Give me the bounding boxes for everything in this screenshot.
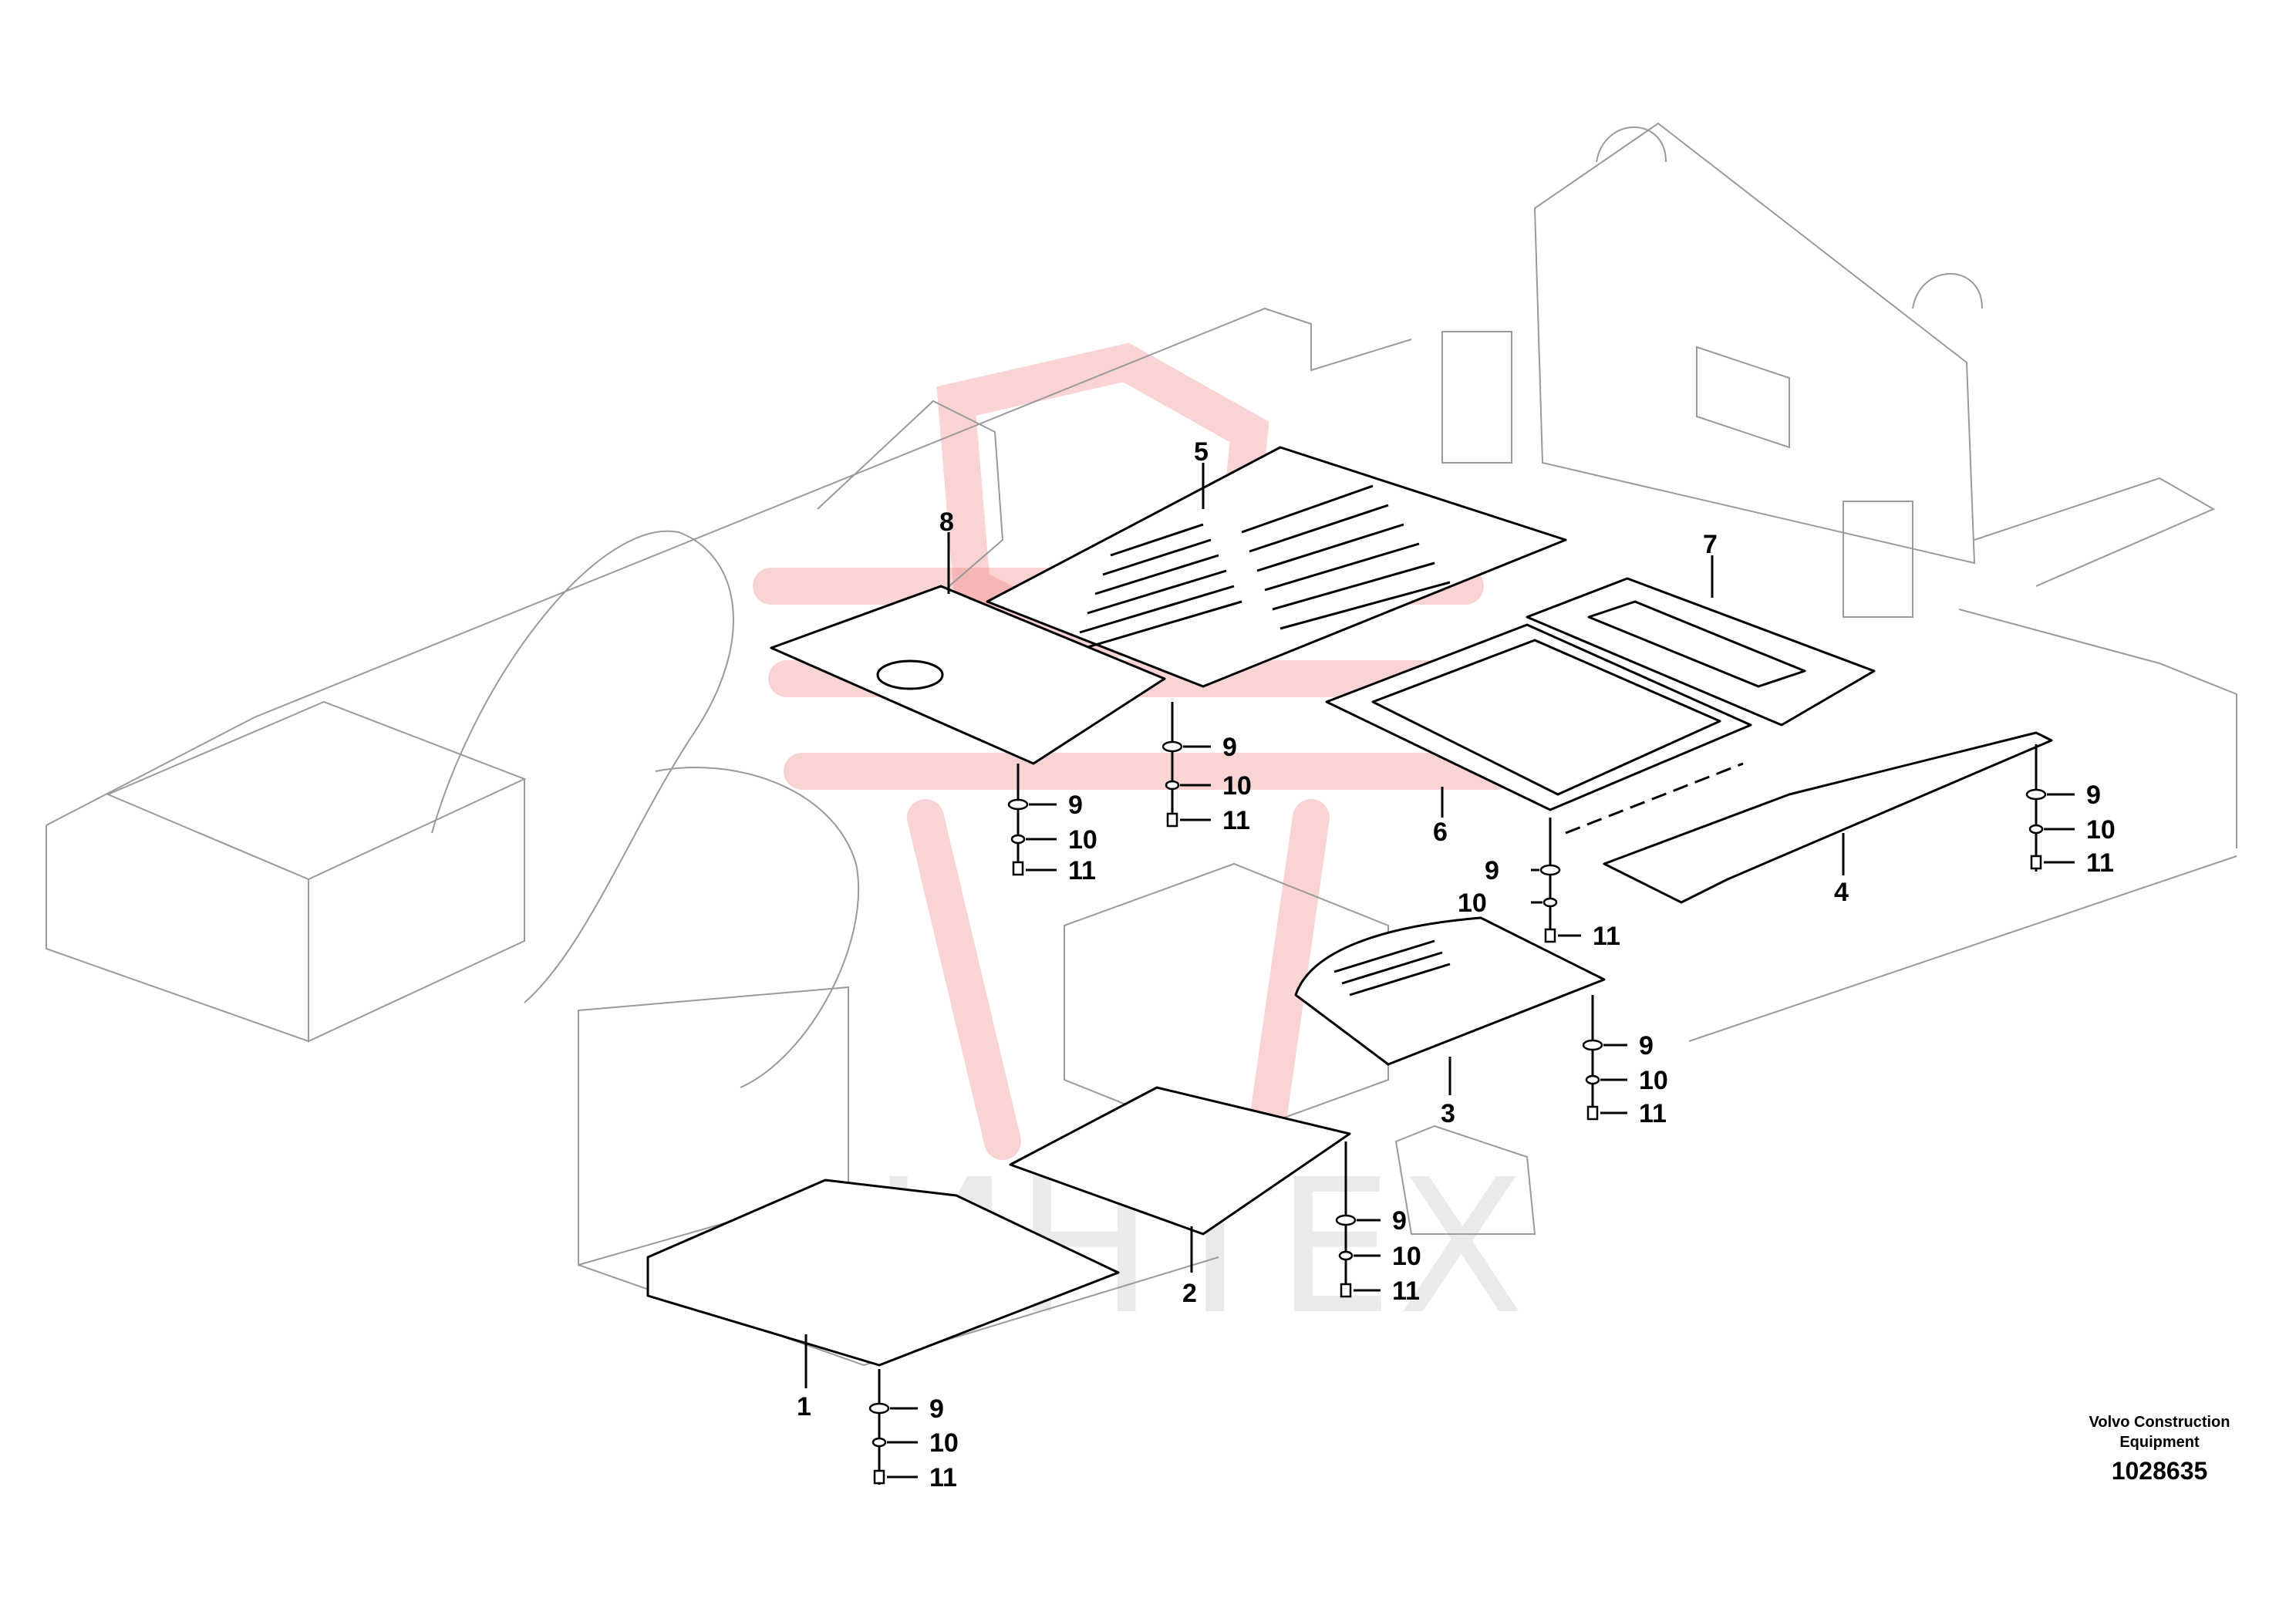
washer-icon [1582,1039,1603,1051]
callout-p4-9: 9 [2086,781,2101,810]
callout-p1-10: 10 [929,1428,959,1458]
footer-company-line2: Equipment [2119,1434,2200,1451]
hardware-set-plate-2 [1335,1214,1381,1298]
callout-p5-9: 9 [1222,733,1237,762]
cover-plate-8 [770,585,1166,765]
callout-7: 7 [1703,530,1718,559]
cover-plate-4 [1603,731,2053,904]
hardware-set-plate-4 [2025,788,2075,870]
callout-4: 4 [1834,878,1849,907]
washer-icon [2025,788,2047,801]
plate-5-slots [1071,484,1451,653]
washer-icon [868,1402,890,1415]
footer-drawing-id: 1028635 [2112,1457,2208,1485]
spacer-icon [1542,897,1558,908]
washer-icon [1335,1214,1357,1226]
hardware-set-plate-1 [868,1402,918,1485]
cover-plate-3 [1294,916,1606,1066]
callout-p3-10: 10 [1639,1066,1668,1095]
callout-p5-10: 10 [1222,771,1252,801]
bolt-icon [1012,861,1024,876]
callout-p3-11: 11 [1639,1099,1667,1128]
bolt-icon [1544,928,1556,943]
callout-p5-11: 11 [1222,806,1250,835]
washer-icon [1161,740,1183,753]
hardware-set-plate-8 [1007,798,1057,876]
footer-company-line1: Volvo Construction [2089,1414,2230,1431]
cover-plate-1 [646,1179,1120,1367]
hardware-set-plate-6 [1531,864,1581,943]
callout-p6-9: 9 [1485,856,1499,885]
callout-6: 6 [1433,818,1448,847]
washer-icon [1539,864,1561,876]
plate-8-hole [876,659,944,690]
callout-p8-11: 11 [1068,856,1096,885]
bolt-icon [1166,812,1178,828]
bolt-icon [1340,1283,1352,1298]
callout-5: 5 [1194,437,1209,467]
callout-8: 8 [939,508,954,537]
washer-icon [1007,798,1029,811]
spacer-icon [2028,824,2044,835]
bolt-icon [2030,855,2042,870]
callout-p2-9: 9 [1392,1206,1407,1236]
callout-p2-10: 10 [1392,1242,1421,1271]
callout-p2-11: 11 [1392,1276,1420,1306]
callout-p3-9: 9 [1639,1031,1654,1061]
cover-plate-6 [1325,623,1752,835]
hardware-set-plate-5 [1161,740,1211,828]
callout-p1-11: 11 [929,1463,957,1492]
spacer-icon [1165,780,1180,791]
callout-leaders [804,463,2038,1485]
callout-p6-10: 10 [1458,889,1487,918]
bolt-icon [873,1469,885,1485]
bolt-icon [1586,1105,1599,1121]
callout-p8-9: 9 [1068,791,1083,820]
spacer-icon [1585,1074,1600,1085]
callout-p6-11: 11 [1593,922,1620,951]
callout-p1-9: 9 [929,1394,944,1424]
callout-p4-11: 11 [2086,848,2114,878]
cover-plate-7 [1526,577,1876,727]
callout-1: 1 [797,1392,811,1421]
upper-frame-outline [46,122,2237,1367]
callout-p8-10: 10 [1068,825,1097,855]
cover-plate-2 [1009,1086,1351,1236]
callout-p4-10: 10 [2086,815,2116,845]
callout-3: 3 [1441,1099,1455,1128]
cover-plate-5 [986,446,1567,688]
spacer-icon [1338,1250,1354,1261]
spacer-icon [1010,834,1026,845]
spacer-icon [872,1437,887,1448]
callout-2: 2 [1182,1279,1197,1308]
hardware-set-plate-3 [1582,1039,1627,1121]
